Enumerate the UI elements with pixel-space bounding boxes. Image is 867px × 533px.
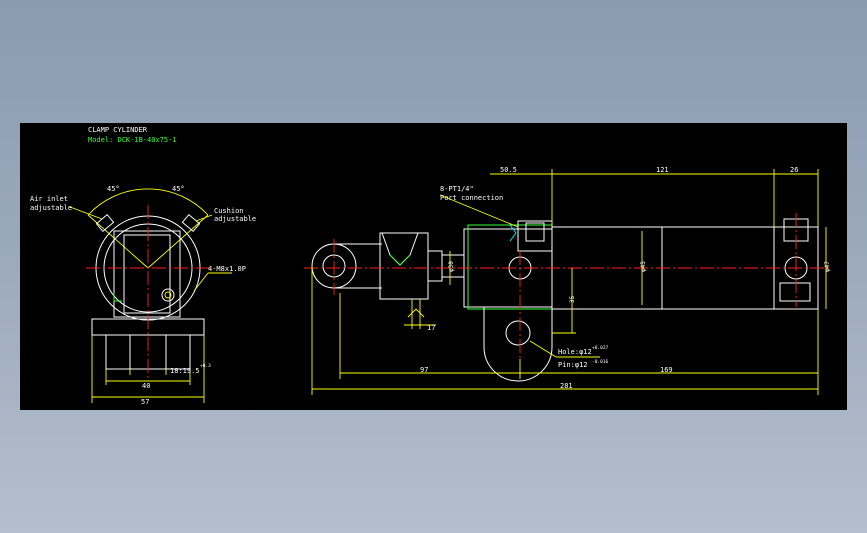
port-label-2: Port connection <box>440 194 503 202</box>
clevis-slot <box>123 234 171 314</box>
mount-lug-left <box>105 334 131 370</box>
dim-40-label: 40 <box>142 382 150 390</box>
dim-121-label: 121 <box>656 166 669 174</box>
dim-17-marker <box>407 308 425 318</box>
cushion-leader <box>195 214 213 222</box>
piston-rod <box>427 250 443 282</box>
drawing-model: Model: DCK-1B-40x75-1 <box>88 136 177 144</box>
clevis-highlight <box>113 293 122 302</box>
cushion-label-1: Cushion <box>214 207 244 215</box>
hole-tol-label: +0.027 <box>592 345 609 351</box>
port-accent <box>509 224 517 242</box>
cad-drawing: CLAMP CYLINDER Model: DCK-1B-40x75-1 <box>30 126 831 406</box>
cad-drawing-frame: CLAMP CYLINDER Model: DCK-1B-40x75-1 <box>20 123 847 410</box>
dim-169-label: 169 <box>660 366 673 374</box>
angle-line-right <box>147 214 209 269</box>
air-inlet-tab <box>95 213 115 233</box>
port-fitting-hex <box>525 222 545 242</box>
rear-plug <box>779 282 811 302</box>
dim-35-label: 35 <box>569 295 576 303</box>
clevis-plate <box>113 230 181 318</box>
front-head-highlight <box>467 224 553 310</box>
angle-arc <box>87 188 209 216</box>
pin-label: Pin:φ12 <box>558 361 588 369</box>
dim-phi30-label: φ30 <box>448 261 455 272</box>
mount-lug-right <box>165 334 191 370</box>
cushion-tab <box>181 213 201 233</box>
trunnion-hole <box>505 320 531 346</box>
pin-tol-label: -0.016 <box>592 359 609 365</box>
left-end-view: 45° 45° Air inlet adjustable Cushion adj… <box>30 185 256 406</box>
dim-97-label: 97 <box>420 366 428 374</box>
thread-leader <box>193 272 209 292</box>
rod-clamp-notch <box>381 232 419 266</box>
dim-slot-label: 18:19.5 <box>170 367 200 375</box>
port-leader <box>439 194 519 228</box>
port-label-1: 8-PT1/4" <box>440 185 474 193</box>
right-side-view: 8-PT1/4" Port connection 50.5 121 26 φ30… <box>304 166 831 395</box>
angle-left-label: 45° <box>107 185 120 193</box>
rod-clamp-block <box>379 232 429 300</box>
air-inlet-label-1: Air inlet <box>30 195 68 203</box>
air-inlet-leader <box>69 206 103 220</box>
dim-26-label: 26 <box>790 166 798 174</box>
dim-phi45-label: φ45 <box>640 261 647 272</box>
dim-phi47-label: φ47 <box>824 261 831 272</box>
cushion-label-2: adjustable <box>214 215 256 223</box>
dim-slot-tol-label: +0.3 <box>200 363 211 369</box>
thread-label: 4-M8x1.0P <box>208 265 246 273</box>
dim-281-label: 281 <box>560 382 573 390</box>
dim-17-label: 17 <box>427 324 435 332</box>
rod-eye-hole <box>322 254 346 278</box>
drawing-title: CLAMP CYLINDER <box>88 126 148 134</box>
thread-hole <box>161 288 175 302</box>
rod-clamp-highlight <box>389 254 411 266</box>
angle-right-label: 45° <box>172 185 185 193</box>
dim-50-5-label: 50.5 <box>500 166 517 174</box>
air-inlet-label-2: adjustable <box>30 204 72 212</box>
thread-hole-inner <box>164 291 172 299</box>
hole-leader <box>529 340 557 358</box>
angle-line-left <box>87 214 149 269</box>
trunnion-mount <box>483 306 553 382</box>
dim-57-label: 57 <box>141 398 149 406</box>
hole-label: Hole:φ12 <box>558 348 592 356</box>
